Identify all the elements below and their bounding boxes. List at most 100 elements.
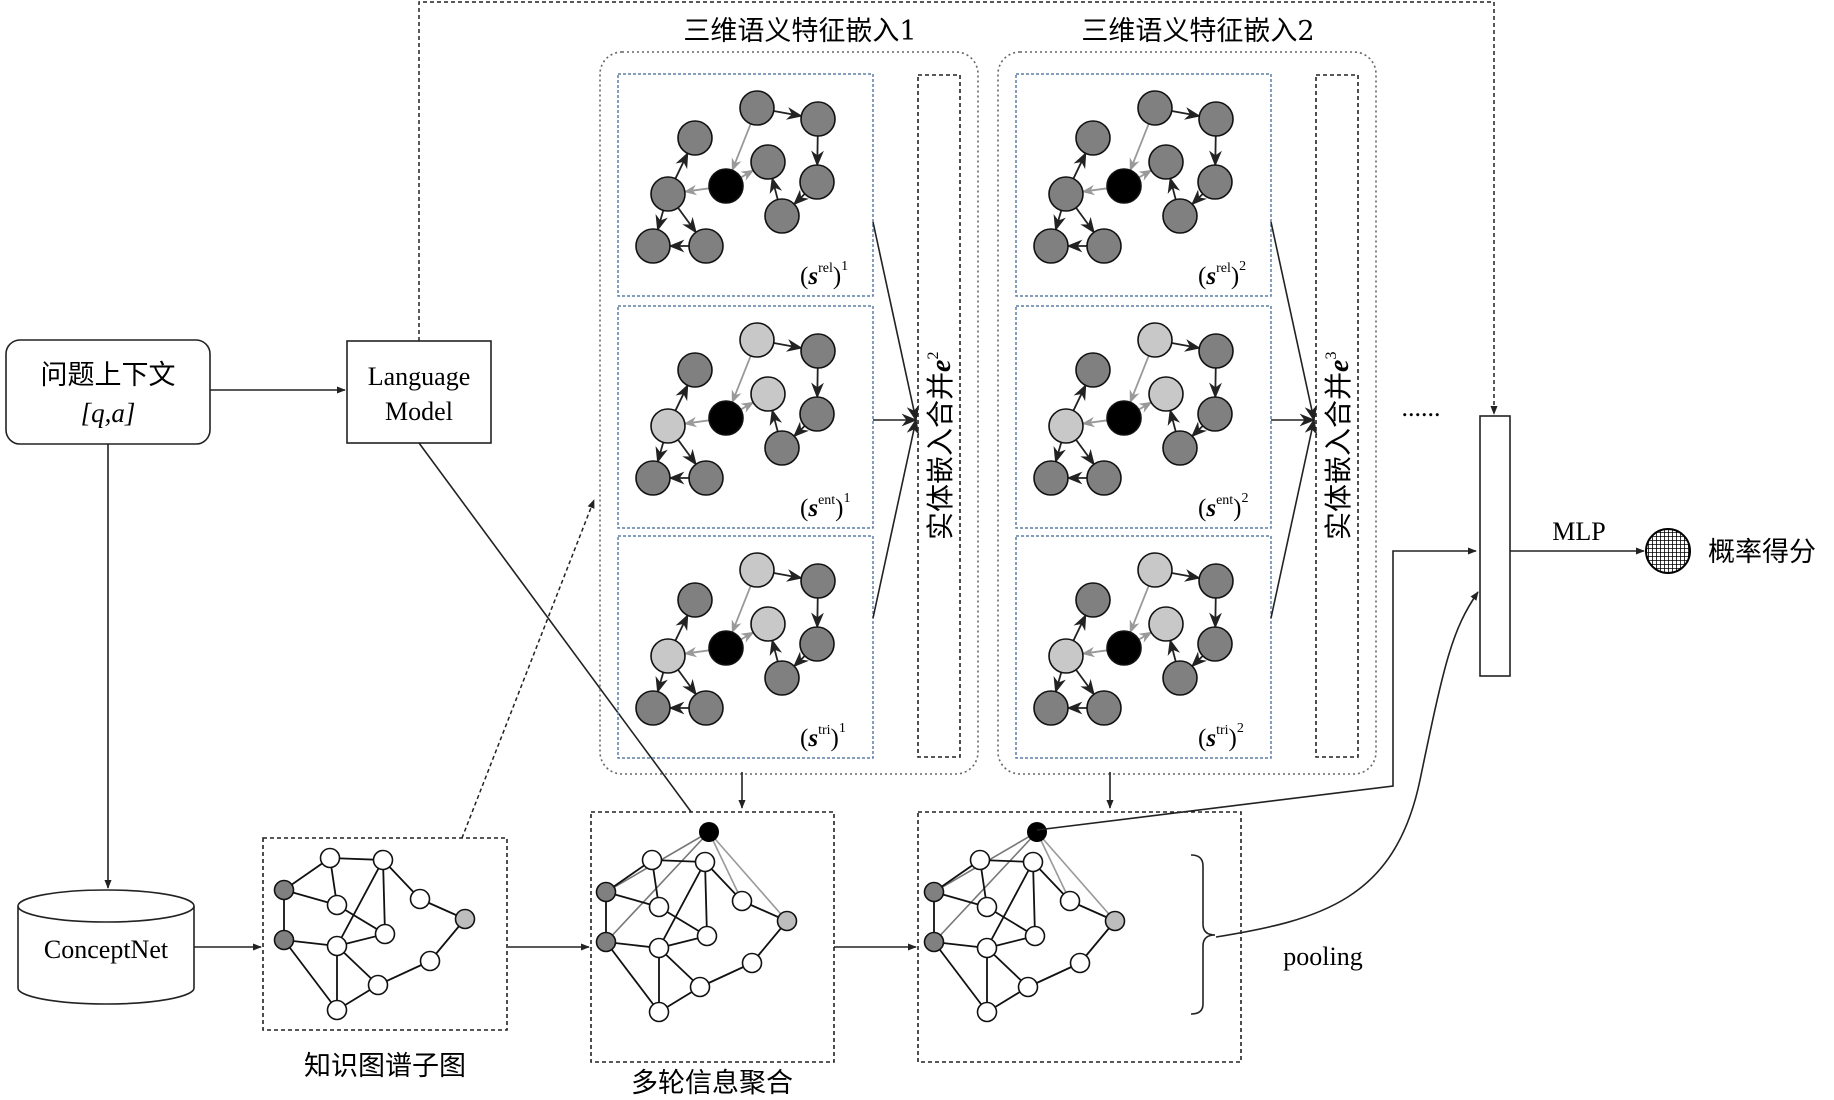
conceptnet-label: ConceptNet [44, 935, 169, 964]
graph-node [731, 890, 753, 912]
label-paren-open: ( [1198, 263, 1206, 290]
panel-node [739, 322, 775, 358]
dashed-flow-arrows [418, 1, 1498, 839]
panel-node [635, 460, 671, 496]
graph-edge [283, 939, 338, 1011]
graph-node [689, 976, 711, 998]
panel-edge [655, 672, 668, 694]
panel-node [1162, 660, 1198, 696]
panel-edge [1191, 189, 1207, 206]
panel-edge [1138, 401, 1153, 413]
panel-node [1086, 690, 1122, 726]
panel-node [1137, 90, 1173, 126]
label-paren-close: ) [831, 725, 839, 752]
panel-edge [1167, 176, 1181, 200]
panel-edge [683, 416, 710, 428]
panel-edge [769, 408, 783, 432]
graph-node [273, 879, 295, 901]
panel-node [1033, 228, 1069, 264]
panel-node [1075, 352, 1111, 388]
panel-node [1033, 690, 1069, 726]
graph-node [741, 952, 763, 974]
graph-node [694, 851, 716, 873]
panel-node [800, 333, 836, 369]
panel-node [677, 352, 713, 388]
hub-edge [1036, 831, 1116, 922]
graph-node [1069, 952, 1091, 974]
panel-edge [674, 383, 689, 412]
panel-node [635, 228, 671, 264]
panel-node [1148, 376, 1184, 412]
panel-node [1198, 333, 1234, 369]
label-symbol: s [1205, 263, 1216, 290]
feature-panel-label: (stri)1 [800, 721, 846, 752]
subgraph-label: 知识图谱子图 [304, 1051, 466, 1082]
aggregation-to-concat-arrows [1036, 547, 1645, 938]
knowledge-subgraph: 知识图谱子图 [262, 837, 508, 1082]
mlp-label: MLP [1552, 517, 1605, 546]
panel-edge [793, 189, 809, 206]
panel-edge [773, 107, 803, 120]
graph-node [419, 950, 441, 972]
feature-panel-frame [617, 305, 874, 529]
feature-panel-graph [1033, 90, 1234, 264]
panel-edge [1191, 651, 1207, 668]
merge-label-superscript: 2 [925, 352, 942, 360]
panel-edge [674, 613, 689, 642]
label-symbol: s [807, 263, 818, 290]
label-paren-open: ( [1198, 495, 1206, 522]
label-paren-close: ) [835, 495, 843, 522]
label-superscript: rel [1216, 261, 1231, 276]
feature-panel-label: (srel)2 [1198, 259, 1246, 290]
question-context-box: 问题上下文 [q,a] [5, 339, 211, 445]
panel-edge [677, 669, 697, 696]
question-context-formula: [q,a] [81, 398, 136, 428]
panel-edge [1075, 669, 1095, 696]
panel-edge [769, 638, 783, 662]
label-symbol: s [1205, 725, 1216, 752]
panel-edge [677, 439, 697, 466]
graph-node [454, 908, 476, 930]
input-flow-arrows [104, 386, 917, 951]
panel-edge [655, 210, 668, 232]
panel-node [1106, 400, 1142, 436]
feature-panel-tri: (stri)1 [617, 535, 874, 759]
panel-edge [683, 646, 710, 658]
question-context-title: 问题上下文 [41, 360, 176, 391]
panel-edge [1072, 151, 1087, 180]
label-index: 2 [1237, 721, 1244, 736]
feature-panel-frame [1015, 535, 1272, 759]
label-index: 1 [841, 259, 848, 274]
panel-node [1197, 396, 1233, 432]
panel-edge [793, 651, 809, 668]
panel-node [1075, 582, 1111, 618]
graph-node [648, 896, 670, 918]
panel-edge [769, 176, 783, 200]
panel-node [688, 228, 724, 264]
panel-edge [1171, 339, 1201, 352]
label-index: 1 [844, 491, 851, 506]
panel-edge [773, 569, 803, 582]
panel-node [677, 120, 713, 156]
graph-node [319, 847, 341, 869]
graph-node [374, 923, 396, 945]
graph-node [273, 929, 295, 951]
label-index: 1 [839, 721, 846, 736]
label-paren-open: ( [800, 725, 808, 752]
panel-node [650, 408, 686, 444]
label-symbol: s [807, 725, 818, 752]
merge-label-superscript: 3 [1323, 352, 1340, 360]
feature-panel-rel: (srel)1 [617, 73, 874, 297]
merge-label-symbol: e [1324, 360, 1355, 372]
graph-node [976, 896, 998, 918]
hub-node [699, 822, 719, 842]
panel-edge [655, 442, 668, 464]
graph-node [776, 910, 798, 932]
panel-node [1048, 638, 1084, 674]
graph-edge [1032, 861, 1036, 937]
graph-edge [382, 859, 386, 935]
graph-node [923, 881, 945, 903]
